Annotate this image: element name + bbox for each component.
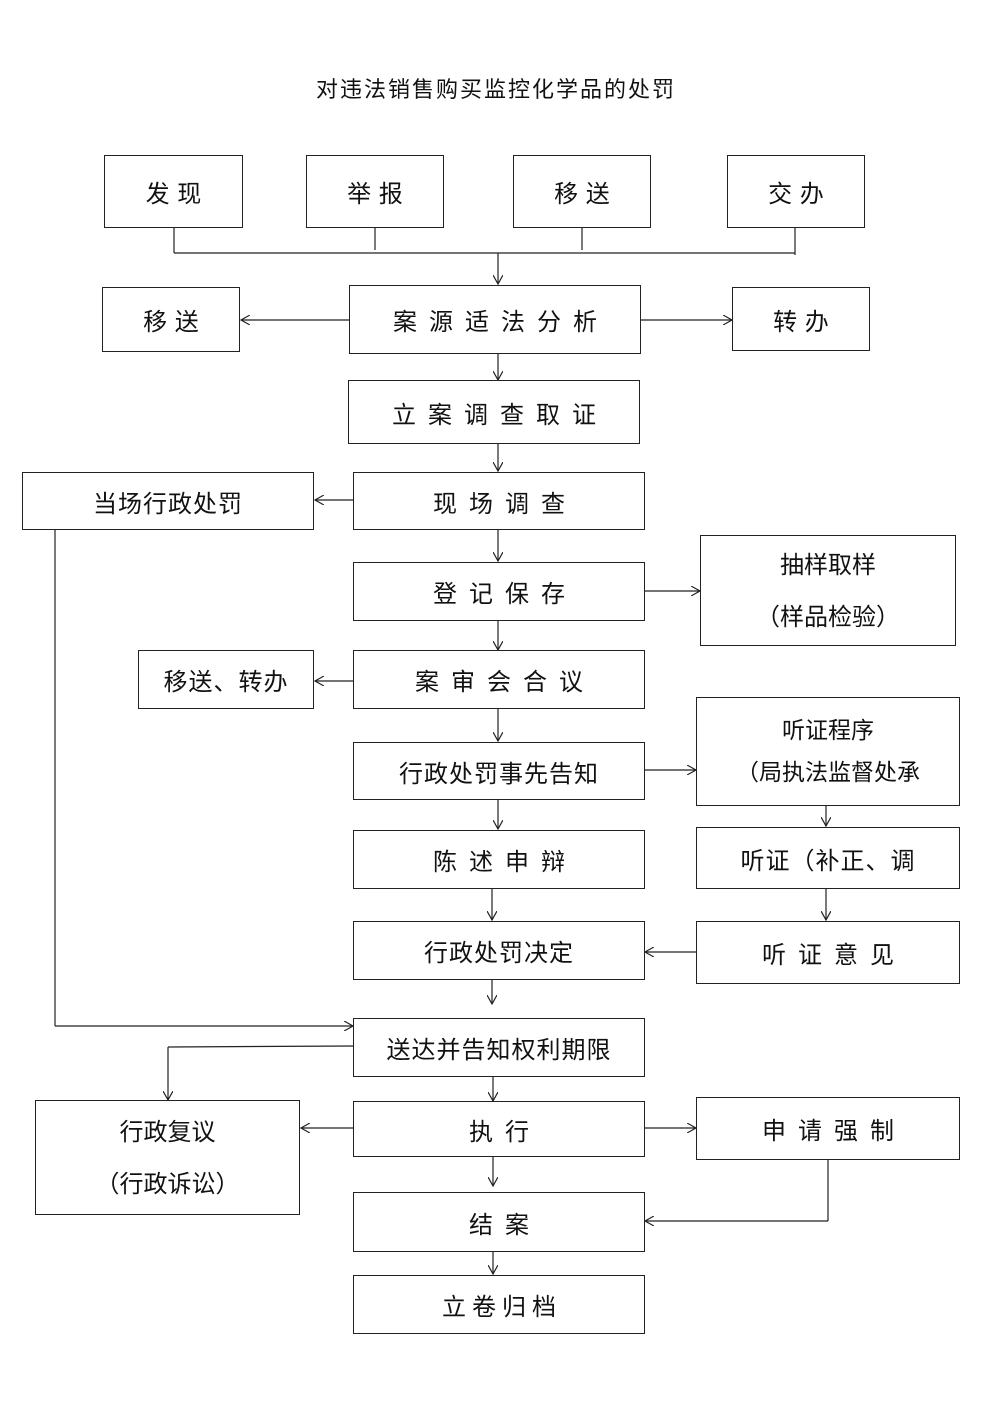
enforcement-request-box: 申请强制 — [696, 1097, 960, 1160]
sampling-line1: 抽样取样 — [780, 550, 876, 579]
reconsideration-line2: （行政诉讼） — [95, 1169, 240, 1198]
hearing-procedure-line1: 听证程序 — [782, 717, 874, 744]
analysis-handover-box: 转 办 — [732, 287, 870, 351]
source-discovery-box: 发 现 — [104, 155, 243, 228]
case-closing-box: 结案 — [353, 1192, 645, 1252]
case-analysis-box: 案源适法分析 — [349, 285, 641, 354]
page-title: 对违法销售购买监控化学品的处罚 — [315, 78, 676, 103]
analysis-transfer-box: 移 送 — [102, 287, 240, 352]
penalty-notice-box: 行政处罚事先告知 — [353, 742, 645, 800]
hearing-box: 听证（补正、调 — [696, 827, 960, 889]
delivery-notice-box: 送达并告知权利期限 — [353, 1018, 645, 1077]
filing-investigation-box: 立案调查取证 — [348, 380, 640, 444]
hearing-procedure-line2: （局执法监督处承 — [736, 759, 920, 786]
register-preserve-box: 登记保存 — [353, 562, 645, 621]
penalty-decision-box: 行政处罚决定 — [353, 921, 645, 980]
review-transfer-box: 移送、转办 — [138, 650, 314, 709]
statement-defense-box: 陈述申辩 — [353, 830, 645, 889]
onsite-penalty-box: 当场行政处罚 — [22, 472, 314, 530]
case-review-box: 案审会合议 — [353, 650, 645, 709]
source-transfer-box: 移 送 — [513, 155, 651, 228]
source-assign-box: 交 办 — [727, 155, 865, 228]
hearing-procedure-box: 听证程序 （局执法监督处承 — [696, 697, 960, 806]
onsite-investigation-box: 现场调查 — [353, 472, 645, 530]
reconsideration-box: 行政复议 （行政诉讼） — [35, 1100, 300, 1215]
sampling-line2: （样品检验） — [756, 602, 900, 631]
archive-box: 立卷归档 — [353, 1275, 645, 1334]
hearing-opinion-box: 听证意见 — [696, 921, 960, 984]
reconsideration-line1: 行政复议 — [119, 1117, 216, 1146]
execution-box: 执行 — [353, 1101, 645, 1157]
source-report-box: 举 报 — [306, 155, 444, 228]
sampling-box: 抽样取样 （样品检验） — [700, 535, 956, 646]
